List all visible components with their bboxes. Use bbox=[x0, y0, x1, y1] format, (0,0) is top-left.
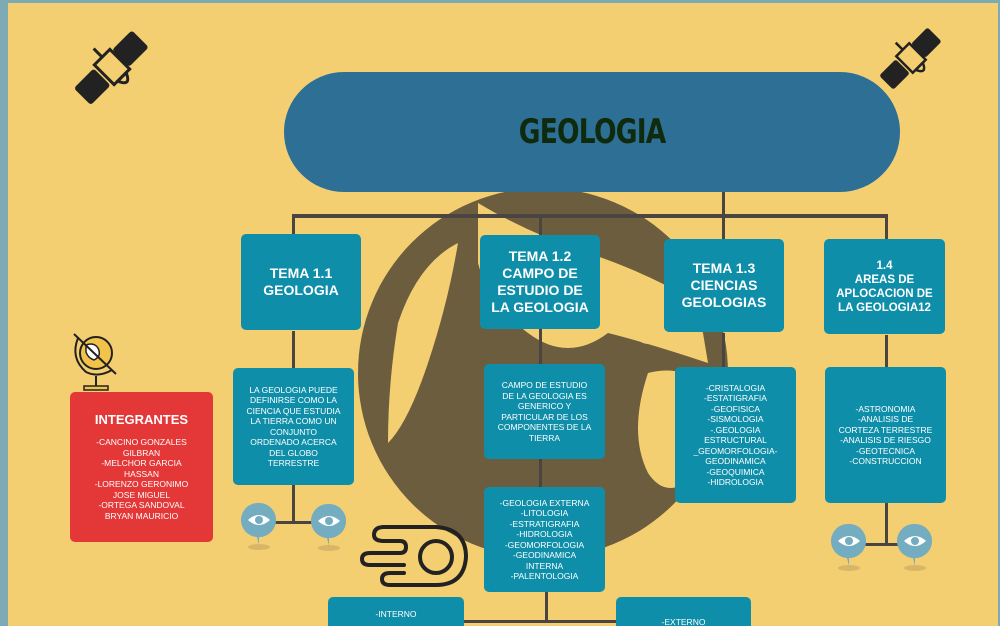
connector bbox=[885, 503, 888, 545]
topic-2-heading[interactable]: TEMA 1.2 CAMPO DE ESTUDIO DE LA GEOLOGIA bbox=[480, 235, 600, 329]
members-card[interactable]: INTEGRANTES -CANCINO GONZALES GILBRAN -M… bbox=[70, 392, 213, 542]
satellite-icon bbox=[880, 28, 941, 89]
connector bbox=[292, 485, 295, 523]
topic-2-body[interactable]: CAMPO DE ESTUDIO DE LA GEOLOGIA ES GENER… bbox=[484, 364, 605, 459]
connector bbox=[722, 214, 725, 241]
satellite-icon bbox=[75, 31, 148, 104]
mind-map-canvas: GEOLOGIA TEMA 1.1 GEOLOGIA TEMA 1.2 CAMP… bbox=[8, 3, 998, 626]
child-interno[interactable]: -INTERNO bbox=[328, 597, 464, 626]
topic-1-body[interactable]: LA GEOLOGIA PUEDE DEFINIRSE COMO LA CIEN… bbox=[233, 368, 354, 485]
topic-4-body[interactable]: -ASTRONOMIA -ANALISIS DE CORTEZA TERREST… bbox=[825, 367, 946, 503]
connector bbox=[292, 214, 295, 236]
topic-1-heading[interactable]: TEMA 1.1 GEOLOGIA bbox=[241, 234, 361, 330]
connector bbox=[722, 189, 725, 216]
title-banner[interactable]: GEOLOGIA bbox=[284, 72, 900, 192]
connector bbox=[539, 459, 542, 489]
topic-4-heading[interactable]: 1.4 AREAS DE APLOCACION DE LA GEOLOGIA12 bbox=[824, 239, 945, 334]
eye-pin-icon[interactable] bbox=[830, 522, 868, 572]
connector bbox=[539, 329, 542, 367]
eye-pin-icon[interactable] bbox=[310, 502, 348, 552]
connector bbox=[850, 543, 920, 546]
connector bbox=[885, 214, 888, 243]
connector bbox=[292, 214, 888, 218]
connector bbox=[260, 521, 330, 524]
connector bbox=[722, 333, 725, 371]
members-heading: INTEGRANTES bbox=[94, 412, 189, 427]
eye-pin-icon[interactable] bbox=[240, 501, 278, 551]
connector bbox=[463, 620, 623, 623]
topic-3-heading[interactable]: TEMA 1.3 CIENCIAS GEOLOGIAS bbox=[664, 239, 784, 332]
connector bbox=[539, 214, 542, 239]
eye-pin-icon[interactable] bbox=[896, 522, 934, 572]
page-title: GEOLOGIA bbox=[518, 112, 667, 152]
connector bbox=[545, 592, 548, 622]
connector bbox=[292, 331, 295, 371]
members-list: -CANCINO GONZALES GILBRAN -MELCHOR GARCI… bbox=[94, 437, 189, 521]
child-externo[interactable]: -EXTERNO bbox=[616, 597, 751, 626]
topic-3-body[interactable]: -CRISTALOGIA -ESTATIGRAFIA -GEOFISICA -S… bbox=[675, 367, 796, 503]
connector bbox=[885, 335, 888, 371]
comet-icon bbox=[360, 525, 469, 587]
topic-2-sub-body[interactable]: -GEOLOGIA EXTERNA -LITOLOGIA -ESTRATIGRA… bbox=[484, 487, 605, 592]
globe-stand-icon bbox=[73, 333, 117, 391]
